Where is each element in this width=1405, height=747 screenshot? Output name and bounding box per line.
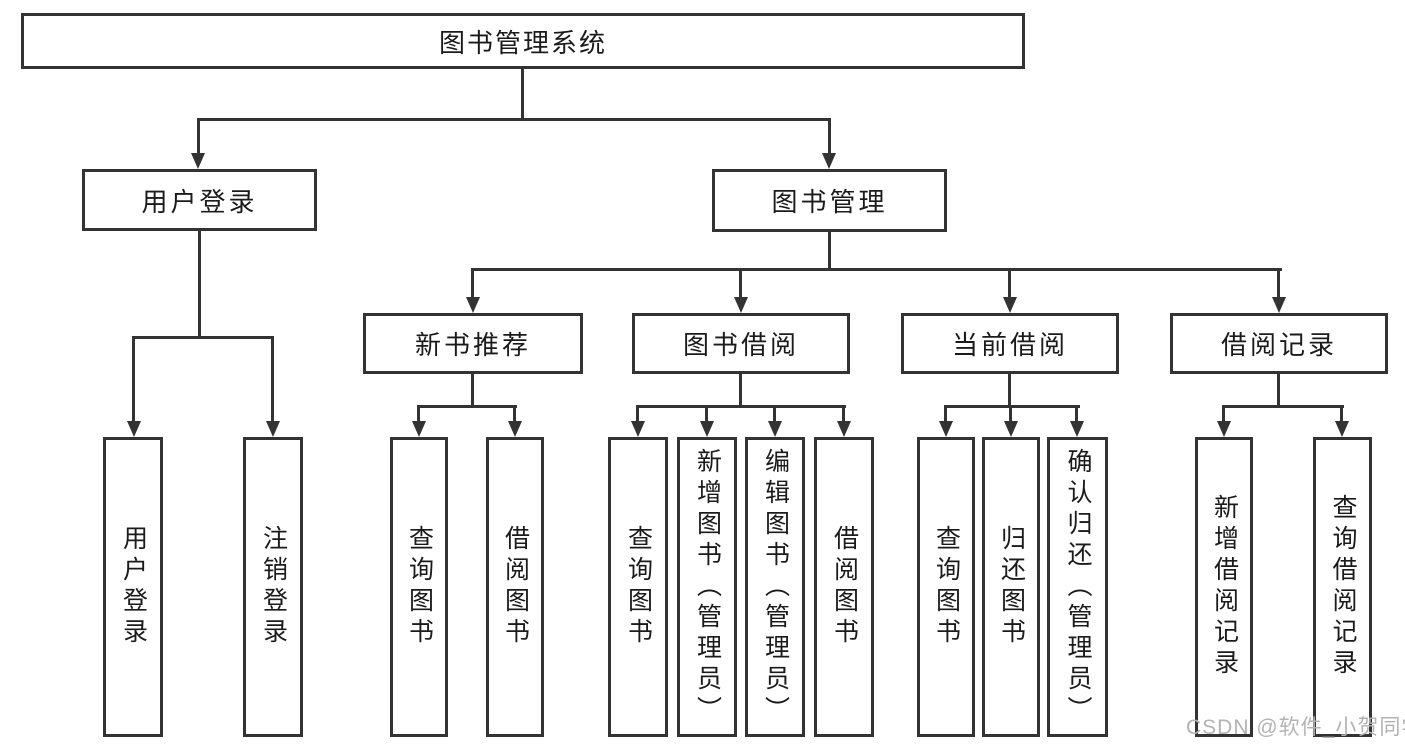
connector-line bbox=[471, 268, 474, 300]
leaf-label: 查询图书 bbox=[932, 525, 961, 649]
leaf-label: 归还图书 bbox=[997, 525, 1026, 649]
connector-line bbox=[1008, 374, 1011, 407]
leaf-query-books-borrow: 查询图书 bbox=[608, 437, 668, 737]
connector-line bbox=[739, 268, 742, 300]
connector-line bbox=[271, 336, 274, 422]
leaf-label: 用户登录 bbox=[119, 525, 148, 649]
connector-line bbox=[1277, 374, 1280, 407]
leaf-label: 编辑图书（管理员） bbox=[761, 447, 790, 727]
connector-line bbox=[198, 230, 201, 338]
connector-line bbox=[1222, 405, 1344, 408]
arrow-down bbox=[1070, 421, 1084, 437]
connector-line bbox=[471, 374, 474, 407]
connector-line bbox=[521, 68, 524, 121]
connector-line bbox=[132, 336, 274, 339]
node-book-borrow: 图书借阅 bbox=[632, 313, 850, 374]
connector-line bbox=[705, 405, 708, 423]
leaf-add-books-admin: 新增图书（管理员） bbox=[677, 437, 737, 737]
leaf-label: 注销登录 bbox=[259, 525, 288, 649]
leaf-confirm-return-admin: 确认归还（管理员） bbox=[1047, 437, 1108, 737]
arrow-down bbox=[1003, 297, 1017, 313]
leaf-label: 查询借阅记录 bbox=[1329, 494, 1357, 680]
connector-line bbox=[1075, 405, 1078, 423]
node-user-login: 用户登录 bbox=[82, 169, 317, 231]
arrow-down bbox=[1272, 297, 1286, 313]
connector-line bbox=[636, 405, 846, 408]
leaf-label: 新增借阅记录 bbox=[1210, 494, 1239, 680]
connector-line bbox=[1222, 405, 1225, 423]
arrow-down bbox=[700, 421, 714, 437]
arrow-down bbox=[127, 421, 141, 437]
arrow-down bbox=[508, 421, 522, 437]
leaf-label: 确认归还（管理员） bbox=[1064, 447, 1092, 727]
connector-line bbox=[1340, 405, 1343, 423]
arrow-down bbox=[1004, 421, 1018, 437]
connector-line bbox=[1277, 268, 1280, 300]
arrow-down bbox=[822, 153, 836, 169]
node-label: 用户登录 bbox=[141, 186, 258, 217]
connector-line bbox=[842, 405, 845, 423]
leaf-user-login: 用户登录 bbox=[103, 437, 163, 737]
node-current-borrow: 当前借阅 bbox=[901, 313, 1119, 374]
leaf-query-books-recommend: 查询图书 bbox=[390, 437, 448, 737]
node-label: 新书推荐 bbox=[414, 330, 531, 360]
connector-line bbox=[513, 405, 516, 423]
node-label: 图书管理 bbox=[771, 187, 888, 217]
leaf-label: 借阅图书 bbox=[501, 525, 530, 649]
leaf-label: 借阅图书 bbox=[830, 525, 859, 649]
leaf-borrow-books-recommend: 借阅图书 bbox=[486, 437, 544, 737]
node-root-label: 图书管理系统 bbox=[438, 27, 607, 58]
arrow-down bbox=[768, 421, 782, 437]
leaf-label: 新增图书（管理员） bbox=[693, 447, 722, 727]
connector-line bbox=[828, 118, 831, 155]
arrow-down bbox=[631, 421, 645, 437]
arrow-down bbox=[412, 421, 426, 437]
leaf-return-books: 归还图书 bbox=[982, 437, 1040, 737]
node-label: 当前借阅 bbox=[951, 330, 1068, 360]
connector-line bbox=[1008, 268, 1011, 300]
leaf-add-borrow-record: 新增借阅记录 bbox=[1195, 437, 1253, 737]
node-book-management: 图书管理 bbox=[712, 169, 947, 232]
arrow-down bbox=[939, 421, 953, 437]
leaf-query-books-current: 查询图书 bbox=[917, 437, 975, 737]
arrow-down bbox=[191, 153, 205, 169]
connector-line bbox=[944, 405, 1080, 408]
arrow-down bbox=[734, 297, 748, 313]
node-root: 图书管理系统 bbox=[21, 13, 1025, 69]
leaf-borrow-books: 借阅图书 bbox=[814, 437, 874, 737]
leaf-edit-books-admin: 编辑图书（管理员） bbox=[745, 437, 805, 737]
leaf-label: 查询图书 bbox=[624, 525, 653, 649]
arrow-down bbox=[1217, 421, 1231, 437]
connector-line bbox=[197, 118, 831, 121]
connector-line bbox=[739, 374, 742, 407]
node-new-book-recommend: 新书推荐 bbox=[363, 313, 583, 374]
arrow-down bbox=[466, 297, 480, 313]
csdn-watermark: CSDN @软件_小贺同学 bbox=[1186, 716, 1405, 739]
leaf-label: 查询图书 bbox=[405, 525, 434, 649]
connector-line bbox=[417, 405, 517, 408]
node-borrow-records: 借阅记录 bbox=[1170, 313, 1388, 374]
connector-line bbox=[1009, 405, 1012, 423]
connector-line bbox=[773, 405, 776, 423]
connector-line bbox=[132, 336, 135, 422]
leaf-logout: 注销登录 bbox=[243, 437, 303, 737]
connector-line bbox=[417, 405, 420, 423]
connector-line bbox=[636, 405, 639, 423]
arrow-down bbox=[837, 421, 851, 437]
node-label: 图书借阅 bbox=[682, 330, 799, 360]
arrow-down bbox=[266, 421, 280, 437]
node-label: 借阅记录 bbox=[1220, 330, 1337, 360]
connector-line bbox=[944, 405, 947, 423]
leaf-query-borrow-record: 查询借阅记录 bbox=[1313, 437, 1372, 737]
connector-line bbox=[197, 118, 200, 155]
arrow-down bbox=[1335, 421, 1349, 437]
connector-line bbox=[828, 232, 831, 271]
connector-line bbox=[471, 268, 1282, 271]
